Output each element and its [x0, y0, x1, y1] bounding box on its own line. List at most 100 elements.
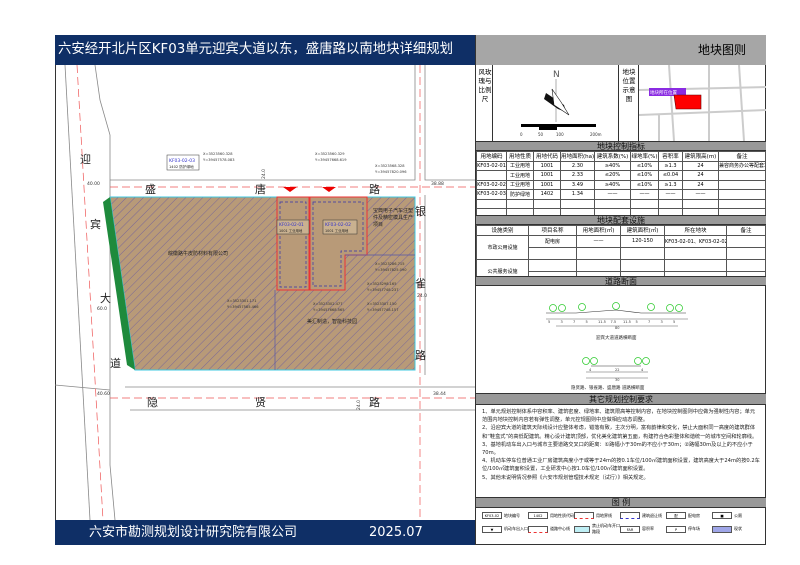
footer-bar: 六安市勘测规划设计研究院有限公司 2025.07 — [55, 520, 475, 545]
dimension-total: 30 — [615, 378, 619, 382]
column-header: 建筑系数(%) — [594, 151, 631, 162]
requirement-item: 1、单元规划控制体系中容积率、建筑密度、绿地率、建筑限高等控制内容，在地块控制图… — [482, 409, 756, 424]
road-name-char: 盛 — [145, 182, 156, 196]
road-centerlines — [76, 64, 475, 521]
road-name-char: 路 — [415, 349, 426, 362]
table-cell: ≥40% — [594, 160, 631, 171]
section-title: 地块配套设施 — [476, 215, 766, 225]
dimension: 3 — [561, 320, 563, 324]
table-cell — [576, 258, 621, 272]
road-name-char: 路 — [369, 396, 380, 409]
road-edges — [54, 64, 475, 521]
requirement-item: 5、其他未说明情况参照《六安市规划管理技术规定（试行）》相关规定。 — [482, 474, 649, 481]
table-cell — [664, 258, 727, 272]
parcel-tag-kf03-02-03[interactable]: KF03-02-03 1402 防护绿地 — [166, 154, 200, 171]
svg-text:1402 防护绿地: 1402 防护绿地 — [169, 164, 194, 169]
legend-swatch: 配 — [666, 512, 686, 519]
company-label: 皖徽路牛皮防材料有限公司 — [168, 250, 228, 257]
legend-item: 现状 — [712, 523, 758, 535]
parcel-tag-kf03-02-01[interactable]: KF03-02-01 1001 工业用地 — [276, 219, 310, 235]
legend-label: 配电房 — [688, 512, 700, 518]
column-header: 建筑限高(m) — [682, 151, 719, 162]
column-header: 绿地率(%) — [630, 151, 659, 162]
road-name-char: 道 — [110, 356, 121, 370]
north-label: N — [553, 70, 560, 80]
table-cell — [620, 258, 665, 272]
dimension: 4 — [589, 368, 592, 372]
legend-label: 道路中心线 — [550, 526, 570, 531]
table-cell: ≥40% — [594, 179, 631, 190]
company-label: 宝典电子汽车注塑件及精密模具生产项目 — [373, 208, 413, 228]
table-cell: —— — [594, 189, 631, 200]
dimension: 7 — [573, 320, 575, 324]
dimension: 4 — [641, 368, 644, 372]
table-cell: 24 — [682, 170, 719, 181]
requirement-item: 2、沿迎宾大道的建筑天际线设计应整体考虑，错落有致，主次分明，富有韵律和变化，禁… — [482, 425, 758, 440]
table-cell: —— — [630, 189, 659, 200]
coord-y: Y=39457748.157 — [367, 308, 399, 312]
scale-tick: 0 — [520, 132, 523, 137]
coord-x: X=3523307.150 — [367, 302, 397, 306]
location-tag: 地块所在位置 — [650, 89, 677, 96]
road-width: 40.60 — [97, 391, 110, 397]
table-cell: 24 — [682, 160, 719, 171]
table-cell — [576, 246, 621, 260]
dimension: 5 — [586, 320, 588, 324]
legend-swatch — [620, 512, 640, 519]
table-cell — [560, 198, 595, 209]
parcel-tag-kf03-02-02[interactable]: KF03-02-02 1001 工业用地 — [322, 219, 358, 235]
location-label: 地块位置示意图 — [622, 68, 636, 103]
legend-item: ▼机动车出入口 — [482, 523, 528, 535]
road-width: 38.44 — [433, 391, 446, 397]
legend-label: 禁止机动车开口路段 — [592, 523, 620, 534]
control-table: 用地编码用地性质用地代码用地面积(ha)建筑系数(%)绿地率(%)容积率建筑限高… — [476, 151, 766, 219]
table-cell — [506, 198, 534, 209]
table-cell: 工业用地 — [506, 160, 534, 171]
table-cell: 1001 — [533, 170, 561, 181]
table-cell: 工业用地 — [506, 179, 534, 190]
legend-swatch: ■ — [712, 512, 732, 519]
table-cell — [594, 198, 631, 209]
coord-y: Y=39457668.565 — [313, 308, 345, 312]
table-cell: 1001 — [533, 160, 561, 171]
scale-tick: 50 — [538, 132, 544, 137]
table-cell — [682, 198, 719, 209]
company-label: 美汇制造，智能科技园 — [307, 318, 357, 325]
coord-y: Y=39457748.237 — [367, 288, 399, 292]
scale-tick: 200m — [590, 132, 602, 137]
table-row — [476, 198, 766, 209]
table-cell: 2.33 — [560, 170, 595, 181]
table-cell — [528, 246, 577, 260]
road-name-char: 雀 — [415, 277, 426, 290]
table-cell — [718, 198, 766, 209]
table-cell: 3.49 — [560, 179, 595, 190]
table-row: 公共服务设施 — [476, 258, 766, 284]
coord-x: X=3523560.328 — [203, 152, 233, 156]
table-cell: —— — [682, 189, 719, 200]
table-cell: 防护绿地 — [506, 189, 534, 200]
green-buffer-strip — [103, 197, 135, 370]
road-name-char: 贤 — [255, 396, 266, 409]
road-name-char: 路 — [369, 183, 380, 196]
dimension: 7.5 — [611, 320, 617, 324]
section-title: 图 例 — [476, 497, 766, 508]
scale-tick: 100 — [556, 132, 564, 137]
page-title: 六安经开北片区KF03单元迎宾大道以东，盛唐路以南地块详细规划 — [55, 35, 475, 65]
legend-label: 公厕 — [734, 512, 742, 518]
table-cell: 配电房 — [528, 234, 577, 248]
column-header: 用地面积(ha) — [560, 151, 595, 162]
legend-item: 道路中心线 — [528, 523, 574, 535]
dimension: 5 — [673, 320, 675, 324]
table-cell — [476, 198, 507, 209]
table-cell: KF03-02-01、KF03-02-02 — [664, 234, 727, 248]
coord-x: X=3523560.329 — [315, 152, 345, 156]
table-cell: KF03-02-01 — [476, 160, 507, 171]
section-label: 迎宾大道道路横断面 — [596, 334, 637, 341]
control-indicators-section: 地块控制指标 用地编码用地性质用地代码用地面积(ha)建筑系数(%)绿地率(%)… — [476, 141, 766, 219]
site-location-marker — [673, 94, 702, 110]
table-cell — [528, 258, 577, 272]
